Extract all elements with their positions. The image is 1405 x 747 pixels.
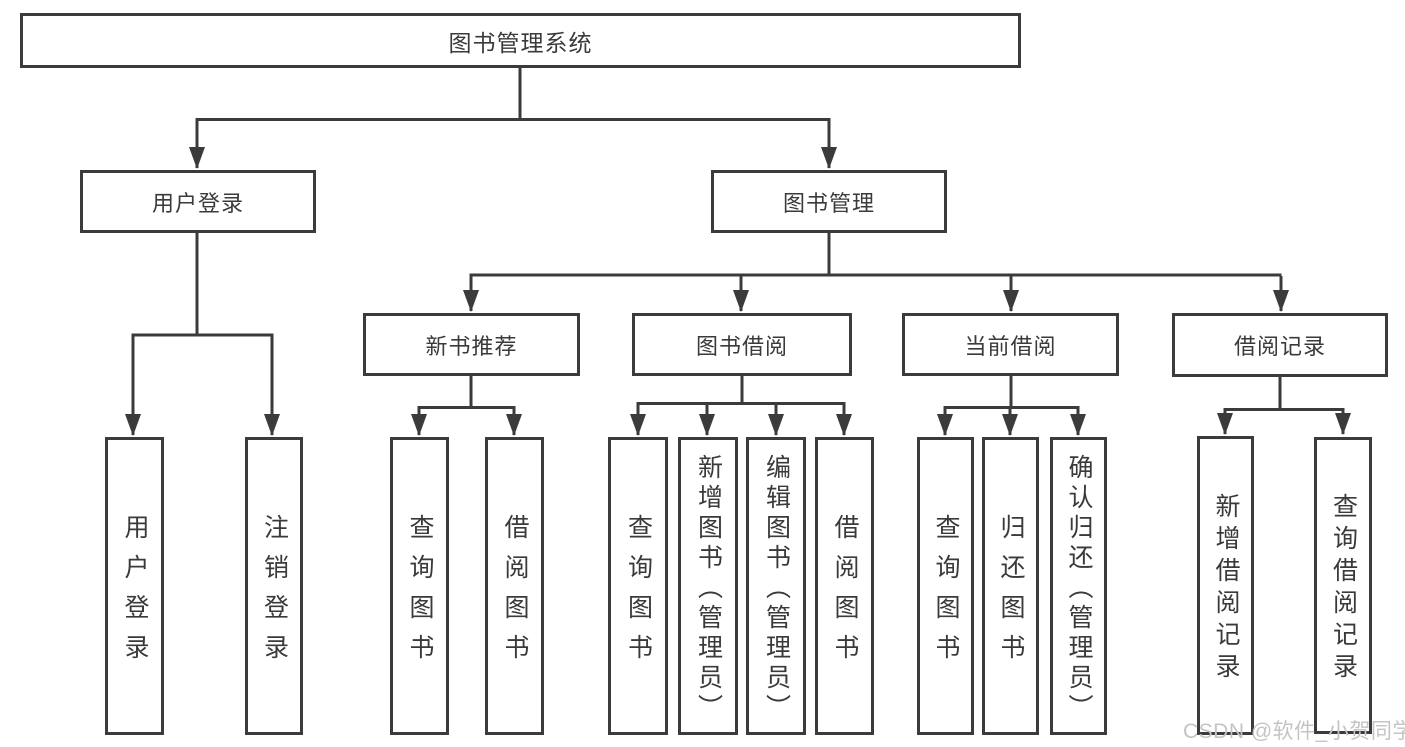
node-borrowing-records-label: 借阅记录: [1233, 334, 1326, 359]
leaf-borrow-book-recommend: 借阅图书: [485, 437, 544, 735]
leaf-edit-book-admin: 编辑图书（管理员）: [746, 437, 806, 735]
leaf-query-book-recommend: 查询图书: [390, 437, 449, 735]
node-borrowing-records: 借阅记录: [1172, 313, 1388, 377]
leaf-add-borrow-record-label: 新增借阅记录: [1212, 493, 1240, 685]
node-root: 图书管理系统: [20, 13, 1021, 68]
node-new-book-recommend: 新书推荐: [363, 313, 580, 376]
leaf-query-book-recommend-label: 查询图书: [406, 513, 434, 674]
node-user-login: 用户登录: [80, 170, 316, 233]
leaf-borrow-book-recommend-label: 借阅图书: [501, 513, 529, 674]
leaf-confirm-return-admin: 确认归还（管理员）: [1050, 437, 1107, 735]
leaf-borrow-book-label: 借阅图书: [831, 513, 859, 674]
node-root-label: 图书管理系统: [448, 29, 593, 56]
node-book-borrowing: 图书借阅: [632, 313, 852, 376]
node-current-borrowing-label: 当前借阅: [964, 333, 1057, 359]
leaf-return-book-label: 归还图书: [997, 513, 1025, 674]
csdn-watermark: CSDN @软件_小贺同学: [1183, 720, 1405, 743]
leaf-borrow-book: 借阅图书: [815, 437, 874, 735]
node-book-management-label: 图书管理: [782, 190, 875, 216]
leaf-query-book-borrowing-label: 查询图书: [624, 513, 653, 674]
leaf-query-book-current: 查询图书: [917, 437, 974, 735]
node-book-management: 图书管理: [711, 170, 947, 233]
leaf-add-borrow-record: 新增借阅记录: [1197, 436, 1254, 735]
node-user-login-label: 用户登录: [151, 190, 244, 216]
leaf-user-login-label: 用户登录: [121, 513, 149, 674]
leaf-query-borrow-record: 查询借阅记录: [1314, 437, 1372, 734]
leaf-query-book-borrowing: 查询图书: [608, 437, 668, 735]
leaf-query-borrow-record-label: 查询借阅记录: [1329, 493, 1358, 685]
node-new-book-recommend-label: 新书推荐: [425, 333, 518, 359]
leaf-logout-label: 注销登录: [260, 513, 289, 674]
leaf-add-book-admin: 新增图书（管理员）: [678, 437, 738, 735]
leaf-add-book-admin-label: 新增图书（管理员）: [694, 453, 723, 724]
leaf-confirm-return-admin-label: 确认归还（管理员）: [1065, 453, 1093, 724]
leaf-edit-book-admin-label: 编辑图书（管理员）: [762, 453, 791, 724]
node-current-borrowing: 当前借阅: [902, 313, 1119, 376]
leaf-return-book: 归还图书: [982, 437, 1039, 735]
leaf-user-login: 用户登录: [105, 437, 164, 735]
leaf-logout: 注销登录: [245, 437, 303, 735]
leaf-query-book-current-label: 查询图书: [932, 513, 960, 674]
node-book-borrowing-label: 图书借阅: [695, 333, 788, 359]
